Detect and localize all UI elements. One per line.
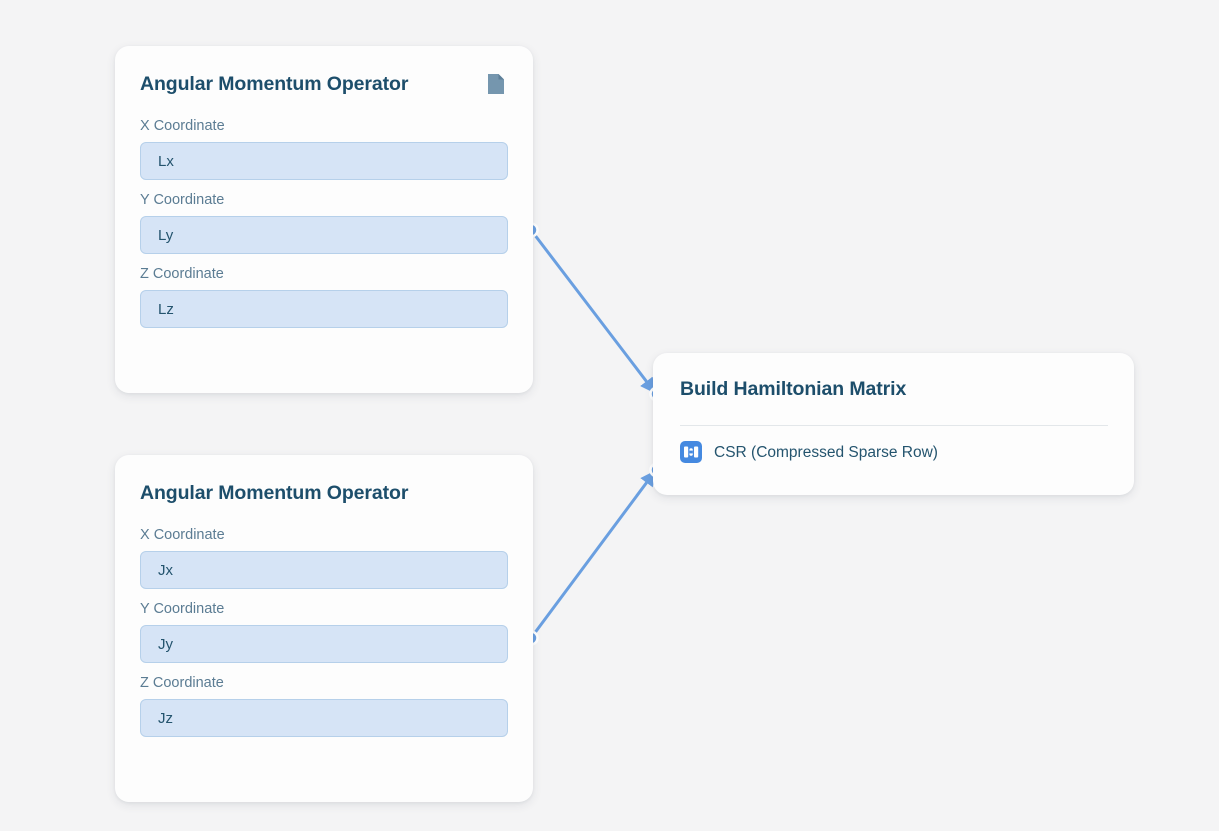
field-input-x-coordinate[interactable]: Jx (140, 551, 508, 589)
node-header: Angular Momentum Operator (140, 72, 508, 96)
field-label-y-coordinate: Y Coordinate (140, 192, 225, 208)
matrix-format-row[interactable]: CSR (Compressed Sparse Row) (680, 441, 1108, 463)
node-fields: X Coordinate Jx Y Coordinate Jy Z Coordi… (140, 527, 508, 737)
node-title: Angular Momentum Operator (140, 73, 409, 95)
document-icon[interactable] (487, 73, 505, 95)
field-input-z-coordinate[interactable]: Lz (140, 290, 508, 328)
node-angular-momentum-operator-1[interactable]: Angular Momentum Operator X Coordinate L… (115, 46, 533, 393)
connector-line-operator2-to-matrix (529, 470, 656, 640)
matrix-format-icon (680, 441, 702, 463)
node-header: Angular Momentum Operator (140, 481, 508, 505)
node-build-hamiltonian-matrix[interactable]: Build Hamiltonian Matrix CSR (Compressed… (653, 353, 1134, 495)
field-input-z-coordinate[interactable]: Jz (140, 699, 508, 737)
field-label-x-coordinate: X Coordinate (140, 118, 225, 134)
field-label-z-coordinate: Z Coordinate (140, 266, 224, 282)
field-label-z-coordinate: Z Coordinate (140, 675, 224, 691)
field-input-x-coordinate[interactable]: Lx (140, 142, 508, 180)
field-input-y-coordinate[interactable]: Jy (140, 625, 508, 663)
field-label-x-coordinate: X Coordinate (140, 527, 225, 543)
field-label-y-coordinate: Y Coordinate (140, 601, 225, 617)
node-title: Angular Momentum Operator (140, 482, 409, 504)
node-angular-momentum-operator-2[interactable]: Angular Momentum Operator X Coordinate J… (115, 455, 533, 802)
divider (680, 425, 1108, 426)
matrix-format-label: CSR (Compressed Sparse Row) (714, 443, 938, 461)
field-input-y-coordinate[interactable]: Ly (140, 216, 508, 254)
node-title: Build Hamiltonian Matrix (680, 378, 907, 400)
node-fields: X Coordinate Lx Y Coordinate Ly Z Coordi… (140, 118, 508, 328)
connector-line-operator1-to-matrix (529, 228, 656, 394)
